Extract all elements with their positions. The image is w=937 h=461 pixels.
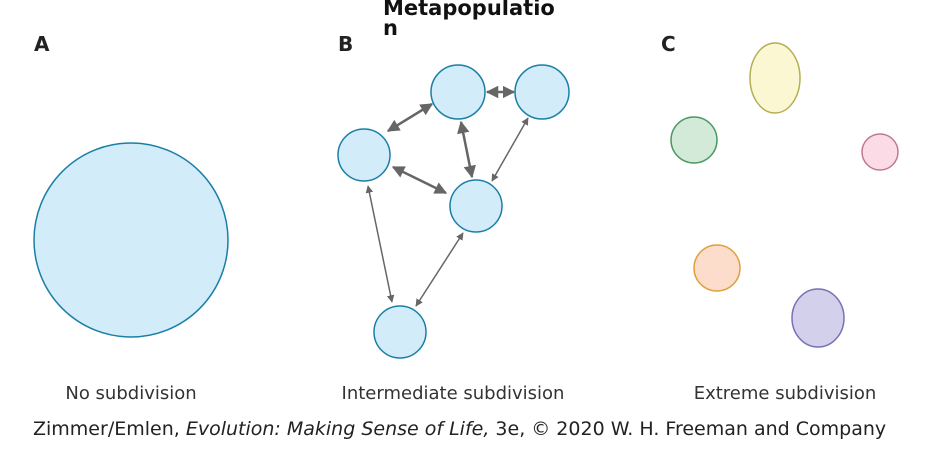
- migration-arrow: [491, 117, 529, 182]
- subpopulation: [430, 64, 486, 120]
- caption-book-title: Evolution: Making Sense of Life,: [185, 418, 490, 440]
- migration-arrow: [391, 165, 448, 195]
- isolated-population-yellow: [749, 42, 801, 114]
- migration-arrow: [386, 102, 434, 133]
- diagram-title-line-2: n: [383, 16, 398, 40]
- isolated-population-pink: [861, 133, 899, 171]
- isolated-population-orange: [693, 244, 741, 292]
- isolated-population-green: [670, 116, 718, 164]
- subpopulation: [449, 179, 503, 233]
- panel-b-letter: B: [338, 32, 354, 56]
- caption-publisher: 3e, © 2020 W. H. Freeman and Company: [489, 418, 887, 440]
- figure-caption: Zimmer/Emlen, Evolution: Making Sense of…: [33, 418, 886, 440]
- caption-authors: Zimmer/Emlen,: [33, 418, 186, 440]
- subpopulation: [337, 128, 391, 182]
- isolated-population-purple: [791, 288, 845, 348]
- panel-c-label: Extreme subdivision: [693, 383, 877, 404]
- migration-arrow: [457, 120, 476, 179]
- panel-a-letter: A: [34, 32, 50, 56]
- panel-a-label: No subdivision: [65, 383, 197, 404]
- subpopulation: [373, 305, 427, 359]
- single-population: [33, 142, 229, 338]
- migration-arrow: [415, 232, 464, 307]
- diagram-title-line-1: Metapopulatio: [383, 0, 555, 20]
- panel-b-label: Intermediate subdivision: [341, 383, 565, 404]
- migration-arrow: [365, 185, 395, 303]
- subpopulation: [514, 64, 570, 120]
- panel-c-letter: C: [661, 32, 676, 56]
